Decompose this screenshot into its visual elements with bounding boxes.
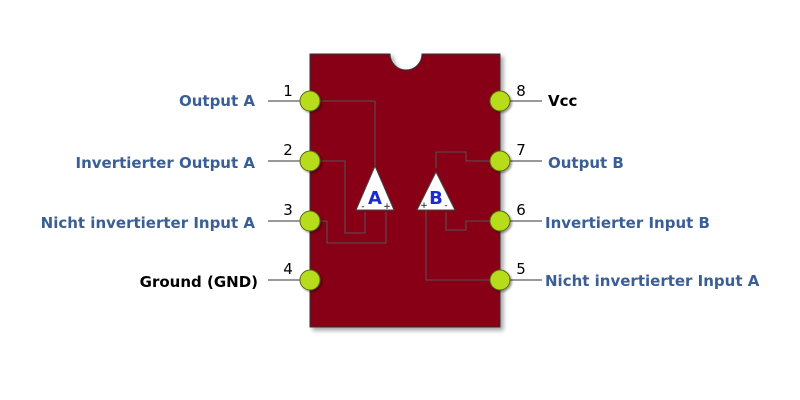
amplifier-b-plus: +	[420, 201, 428, 211]
pin-6-label: Invertierter Input B	[545, 214, 710, 232]
pin-5-label: Nicht invertierter Input A	[545, 272, 760, 290]
amplifier-a: A - +	[355, 164, 395, 212]
pin-2-pad	[299, 150, 321, 172]
amplifier-b-triangle	[416, 170, 456, 211]
pin-7-label: Output B	[548, 154, 624, 172]
pin-3-pad	[299, 210, 321, 232]
pin-2-label: Invertierter Output A	[76, 154, 256, 172]
amplifier-a-letter: A	[368, 188, 382, 209]
pin-4-pad	[299, 269, 321, 291]
pin-2-number: 2	[283, 141, 293, 159]
amplifier-b-letter: B	[429, 188, 443, 209]
pin-1-pad	[299, 90, 321, 112]
pin-8-number: 8	[516, 82, 526, 100]
pin-pads	[299, 90, 511, 291]
amplifier-a-plus: +	[383, 202, 391, 212]
pin-8-label: Vcc	[548, 92, 577, 110]
pin-7-pad	[489, 150, 511, 172]
pin-3-number: 3	[283, 201, 293, 219]
pin-1-label: Output A	[179, 92, 255, 110]
pin-7-number: 7	[516, 141, 526, 159]
internal-wiring	[312, 100, 498, 281]
pin-4-number: 4	[283, 260, 293, 278]
pin-8-pad	[489, 90, 511, 112]
pin-3-label: Nicht invertierter Input A	[41, 214, 256, 232]
chip-body	[309, 53, 501, 328]
amplifier-a-minus: -	[361, 202, 364, 212]
pin-5-pad	[489, 269, 511, 291]
pin-1-number: 1	[283, 82, 293, 100]
pin-6-pad	[489, 210, 511, 232]
pin-4-label: Ground (GND)	[140, 273, 258, 291]
amplifier-a-triangle	[355, 164, 395, 211]
pin-5-number: 5	[516, 260, 526, 278]
pin-6-number: 6	[516, 201, 526, 219]
amplifier-b: B - +	[416, 170, 456, 211]
amplifier-b-minus: -	[444, 201, 447, 211]
